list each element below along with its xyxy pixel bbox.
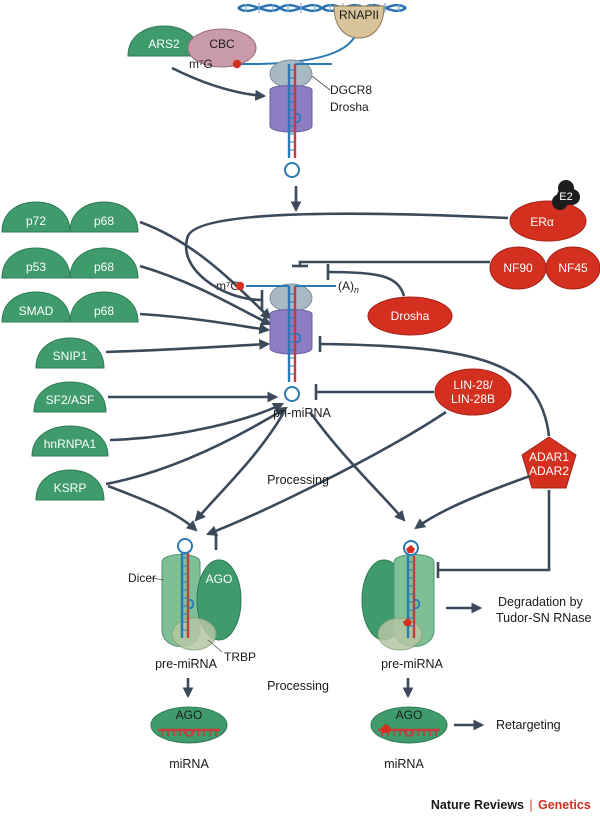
regulator-hnrnpa1: hnRNPA1 [31,425,109,457]
p72-label: p72 [26,214,46,228]
regulator-er-alpha: ERα [509,200,587,242]
p53-label: p53 [26,260,46,274]
regulator-snip1: SNIP1 [35,337,105,369]
smad-label: SMAD [19,304,54,318]
mirna-label-right: miRNA [384,757,424,771]
adar-label-1: ADAR1 [529,450,569,464]
ago-mirna-left: AGO [150,706,228,744]
left-regulator-arrows [105,220,288,486]
nf45-label: NF45 [558,261,588,275]
ago-small-label-left: AGO [176,708,203,722]
regulator-nf45: NF45 [545,246,600,290]
degradation-label-1: Degradation by [498,595,584,609]
microprocessor-middle [246,283,336,402]
e2-ligand: E2 [552,180,580,210]
regulator-adar: ADAR1 ADAR2 [521,436,577,489]
lin28-label-2: LIN-28B [451,392,495,406]
journal-credit: Nature Reviews | Genetics [431,798,591,812]
right-regulator-inhibitions [184,212,551,437]
regulator-p68-1: p68 [69,201,139,233]
p68-label-3: p68 [94,304,114,318]
dicer-complex [161,538,242,651]
regulator-p72: p72 [1,201,71,233]
cap-dot-middle [235,281,245,291]
processing-arrows [107,410,551,578]
regulator-nf90: NF90 [489,246,547,290]
ars2-label: ARS2 [148,37,180,51]
ksrp-label: KSRP [54,481,87,495]
dgcr8-label: DGCR8 [330,83,372,97]
drosha-top-label: Drosha [330,100,369,114]
dicer-label: Dicer [128,571,156,585]
ago-label-left: AGO [206,572,233,586]
dgcr8-leader [311,75,331,91]
p68-label-2: p68 [94,260,114,274]
pri-mirna-label: pri-miRNA [273,406,331,420]
processing-label-bottom: Processing [267,679,329,693]
rnapii-label: RNAPII [339,8,379,22]
rnapii-node: RNAPII [333,5,385,39]
hnrnpa1-label: hnRNPA1 [44,437,97,451]
microprocessor-top [269,59,332,178]
journal-name: Nature Reviews [431,798,524,812]
polya-text: (A) [338,279,354,293]
drosha-right-label: Drosha [391,309,430,323]
regulator-p68-3: p68 [69,291,139,323]
cap-dot-top [232,59,242,69]
regulator-ksrp: KSRP [35,469,105,501]
retargeting-label: Retargeting [496,718,561,732]
polya-label: (A)n [338,279,359,295]
degradation-label-2: Tudor-SN RNase [496,611,591,625]
processing-label-top: Processing [267,473,329,487]
regulator-p68-2: p68 [69,247,139,279]
p68-label-1: p68 [94,214,114,228]
snip1-label: SNIP1 [53,349,88,363]
regulator-sf2asf: SF2/ASF [33,381,107,413]
arrow-ars2-to-microprocessor [171,66,267,101]
cbc-node: CBC [187,28,257,68]
journal-separator: | [529,798,532,812]
e2-label: E2 [559,191,572,203]
regulator-smad: SMAD [1,291,71,323]
lin28-label-1: LIN-28/ [453,378,493,392]
polya-subscript: n [354,285,359,295]
cbc-label: CBC [209,37,235,51]
pre-mirna-label-right: pre-miRNA [381,657,443,671]
cap-label-top: m⁷G [189,57,213,71]
regulator-p53: p53 [1,247,71,279]
ago-mirna-right: AGO [370,706,448,744]
ago-small-label-right: AGO [396,708,423,722]
er-alpha-label: ERα [530,215,554,229]
regulator-drosha-right: Drosha [367,296,453,336]
pre-mirna-label-left: pre-miRNA [155,657,217,671]
edited-pre-mirna-complex [361,540,435,651]
journal-section: Genetics [538,798,591,812]
adar-label-2: ADAR2 [529,464,569,478]
sf2asf-label: SF2/ASF [46,393,95,407]
regulator-lin28: LIN-28/ LIN-28B [434,368,512,416]
mirna-label-left: miRNA [169,757,209,771]
nf90-label: NF90 [503,261,533,275]
trbp-label: TRBP [224,650,256,664]
